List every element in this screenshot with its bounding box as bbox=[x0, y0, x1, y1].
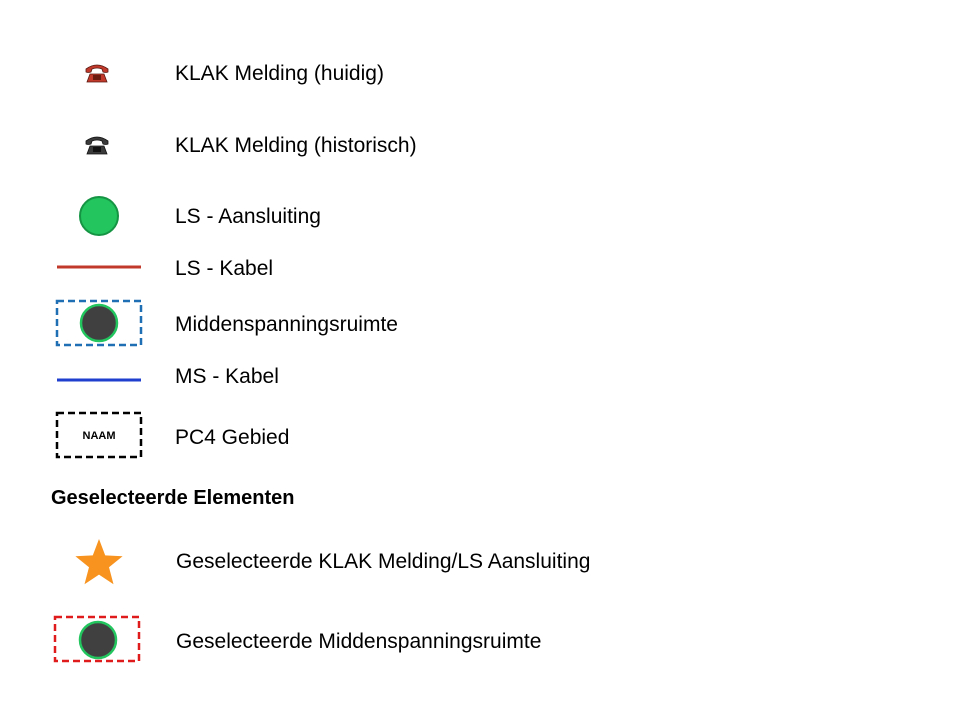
green-circle-symbol bbox=[79, 196, 119, 236]
telephone-icon bbox=[85, 64, 109, 83]
legend-label-selected-ms-room: Geselecteerde Middenspanningsruimte bbox=[176, 630, 542, 653]
star-icon bbox=[75, 539, 123, 585]
legend-label-pc4-area: PC4 Gebied bbox=[175, 426, 290, 449]
pc4-area-symbol: NAAM bbox=[55, 411, 143, 459]
ls-cable-line-symbol bbox=[57, 265, 141, 269]
ms-cable-line-symbol bbox=[57, 378, 141, 382]
selected-section-title: Geselecteerde Elementen bbox=[51, 487, 295, 509]
legend-label-klak-historic: KLAK Melding (historisch) bbox=[175, 134, 417, 157]
telephone-icon bbox=[85, 136, 109, 155]
legend-label-ms-cable: MS - Kabel bbox=[175, 365, 279, 388]
legend-label-ms-room: Middenspanningsruimte bbox=[175, 313, 398, 336]
legend-label-klak-current: KLAK Melding (huidig) bbox=[175, 62, 384, 85]
legend-label-selected-klak-ls: Geselecteerde KLAK Melding/LS Aansluitin… bbox=[176, 550, 591, 573]
selected-ms-room-symbol bbox=[53, 615, 141, 663]
pc4-area-box-text: NAAM bbox=[83, 430, 116, 442]
legend-label-ls-cable: LS - Kabel bbox=[175, 257, 274, 280]
ms-room-symbol bbox=[55, 299, 143, 347]
legend-label-ls-connection: LS - Aansluiting bbox=[175, 205, 321, 228]
